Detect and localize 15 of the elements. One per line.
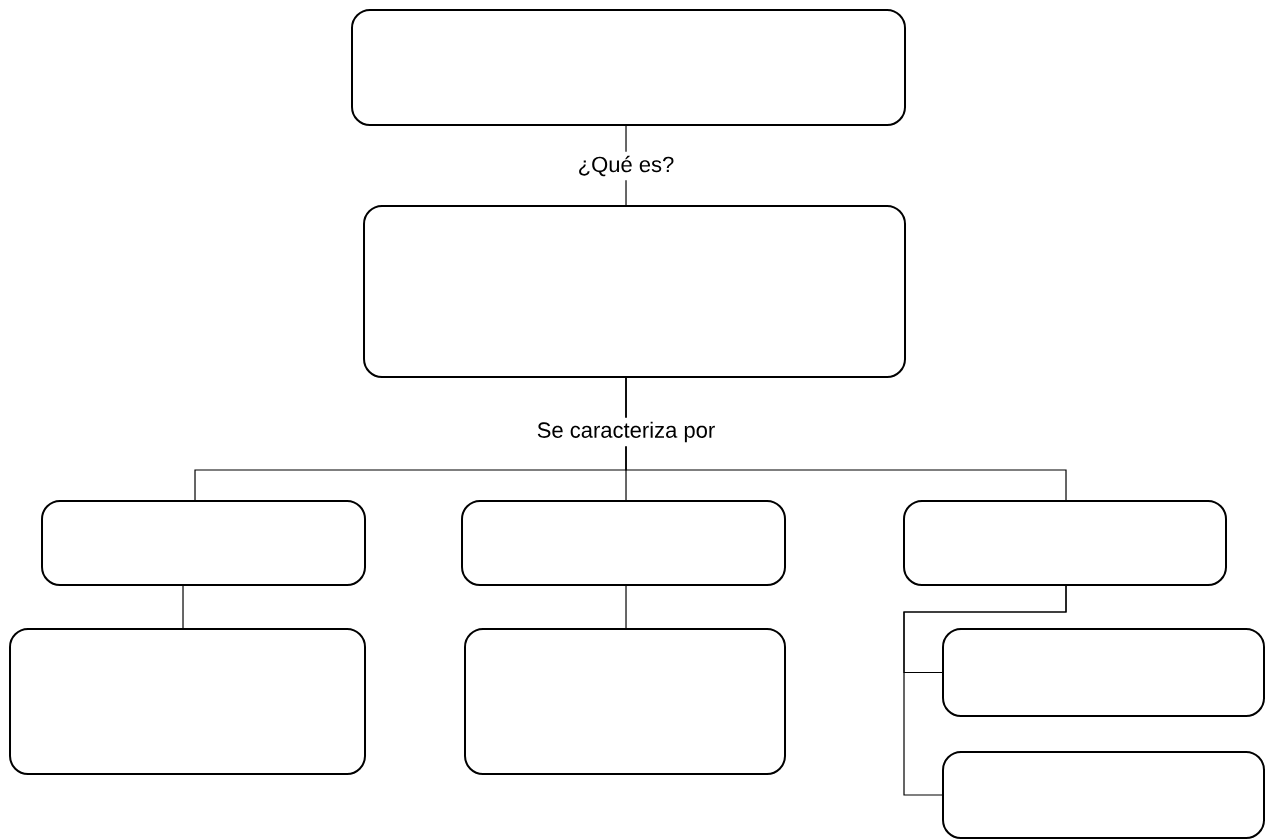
rounded-box (363, 205, 906, 378)
connector-line (903, 585, 1067, 796)
rounded-box (942, 751, 1265, 839)
rounded-box (903, 500, 1227, 586)
rounded-box (41, 500, 366, 586)
rounded-box (9, 628, 366, 775)
edge-label: ¿Qué es? (573, 151, 679, 181)
connector-line (625, 377, 1067, 501)
rounded-box (942, 628, 1265, 717)
rounded-box (464, 628, 786, 775)
connector-line (182, 585, 184, 629)
rounded-box (351, 9, 906, 126)
connector-line (625, 585, 627, 629)
edge-label: Se caracteriza por (532, 417, 720, 447)
rounded-box (461, 500, 786, 586)
